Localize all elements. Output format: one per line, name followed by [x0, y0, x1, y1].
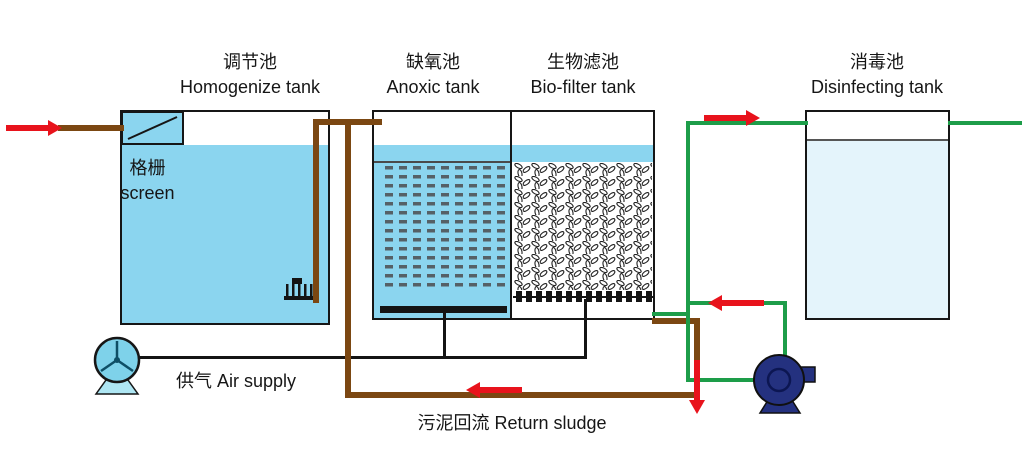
submersible-pump-icon	[284, 278, 314, 300]
label-homogenize-zh: 调节池	[223, 52, 277, 72]
label-anoxic-tank: 缺氧池 Anoxic tank	[347, 50, 519, 100]
label-biofilter-en: Bio-filter tank	[530, 77, 636, 97]
water-surface-line-disinfecting	[807, 139, 948, 141]
media-support-line-anoxic	[374, 161, 510, 163]
label-biofilter-tank: 生物滤池 Bio-filter tank	[496, 50, 670, 100]
recirculation-flow-arrow-icon	[708, 295, 764, 311]
label-return-sludge: 污泥回流 Return sludge	[417, 413, 607, 433]
pipe-pump-riser	[783, 301, 787, 357]
anoxic-aeration-header	[380, 306, 507, 313]
label-screen-zh: 格栅	[129, 158, 166, 178]
air-line-riser-anoxic	[443, 312, 446, 358]
air-blower-icon	[93, 336, 141, 395]
label-disinfecting-tank: 消毒池 Disinfecting tank	[790, 50, 964, 100]
pipe-pump-suction	[686, 378, 756, 382]
screen-box	[121, 111, 184, 145]
label-biofilter-zh: 生物滤池	[547, 52, 619, 72]
screen-diagonal-icon	[127, 116, 178, 140]
label-air-supply: 供气 Air supply	[176, 371, 297, 391]
biofilter-media-pattern	[514, 163, 652, 290]
label-anoxic-en: Anoxic tank	[386, 77, 480, 97]
water-disinfecting	[807, 141, 948, 318]
influent-flow-arrow-icon	[6, 120, 62, 136]
to-disinfecting-flow-arrow-icon	[704, 110, 760, 126]
pipe-influent	[58, 125, 124, 131]
anoxic-media-pattern	[382, 166, 506, 292]
down-flow-arrow-icon	[689, 360, 705, 414]
air-line-horizontal	[139, 356, 587, 359]
pipe-biofilter-outlet	[652, 312, 690, 316]
label-disinfecting-en: Disinfecting tank	[810, 77, 944, 97]
water-biofilter	[512, 145, 653, 162]
pipe-sludge-outlet	[652, 318, 700, 324]
label-screen: 格栅 screen	[100, 156, 195, 206]
label-homogenize-tank: 调节池 Homogenize tank	[155, 50, 345, 100]
pipe-return-riser-left	[345, 119, 351, 398]
label-homogenize-en: Homogenize tank	[179, 77, 321, 97]
return-sludge-flow-arrow-icon	[466, 382, 522, 398]
label-anoxic-zh: 缺氧池	[406, 52, 460, 72]
air-line-riser-biofilter	[584, 299, 587, 358]
pipe-green-riser	[686, 121, 690, 382]
water-pump-icon	[753, 354, 816, 414]
pipe-homogenize-riser	[313, 119, 319, 303]
pipe-effluent	[948, 121, 1022, 125]
biofilter-aeration-chain	[516, 291, 652, 302]
label-disinfecting-zh: 消毒池	[850, 52, 904, 72]
pipe-return-riser-right	[694, 321, 700, 398]
label-screen-en: screen	[120, 183, 175, 203]
pipe-return-sludge	[345, 392, 700, 398]
